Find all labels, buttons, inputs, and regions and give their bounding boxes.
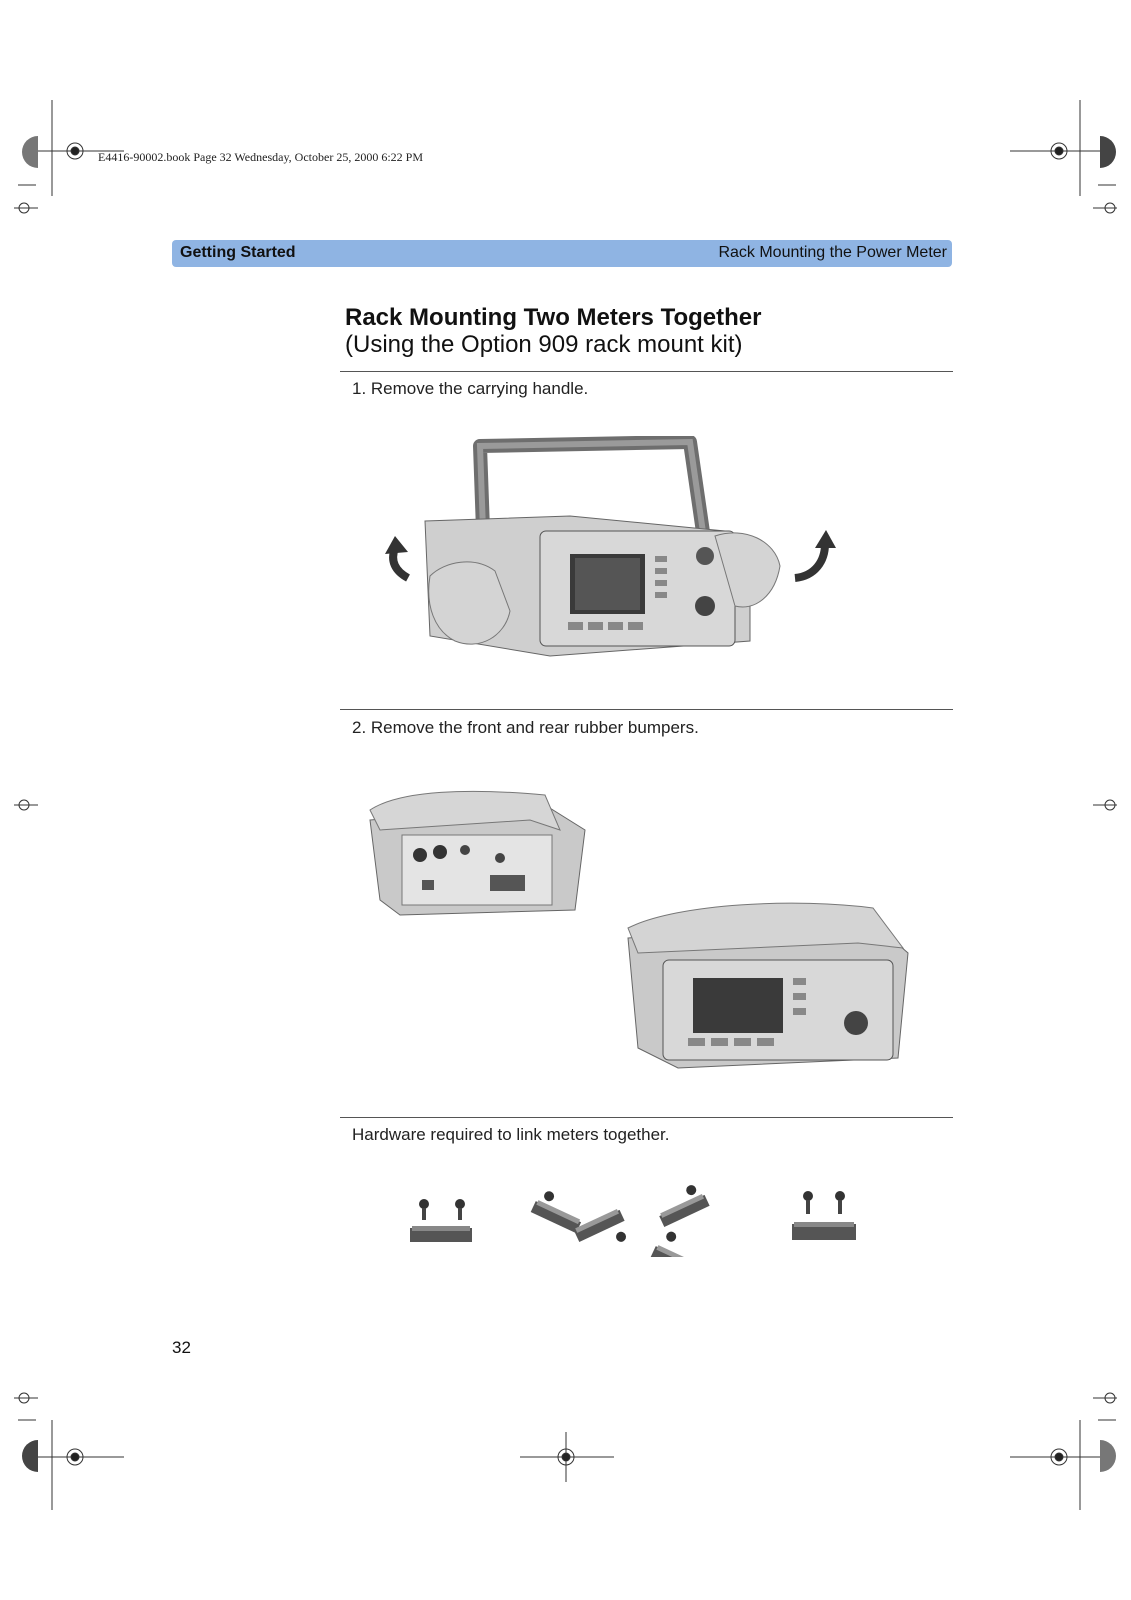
link-hardware-photo: [410, 1185, 856, 1257]
print-info-line: E4416-90002.book Page 32 Wednesday, Octo…: [98, 150, 423, 164]
section-subtitle: (Using the Option 909 rack mount kit): [345, 331, 743, 358]
running-header-bar: [172, 240, 952, 267]
header-section: Rack Mounting the Power Meter: [718, 244, 947, 261]
header-chapter: Getting Started: [180, 244, 296, 261]
step-2: 2. Remove the front and rear rubber bump…: [352, 718, 699, 737]
hardware-note: Hardware required to link meters togethe…: [352, 1125, 670, 1144]
step-1: 1. Remove the carrying handle.: [352, 379, 589, 398]
divider-rule: [340, 709, 953, 710]
rear-bumper-photo: [369, 790, 586, 916]
front-bumper-photo: [627, 902, 909, 1069]
divider-rule: [340, 371, 953, 372]
divider-rule: [340, 1117, 953, 1118]
page-number: 32: [172, 1338, 191, 1357]
section-title: Rack Mounting Two Meters Together: [345, 304, 762, 331]
remove-handle-photo: [385, 436, 836, 657]
